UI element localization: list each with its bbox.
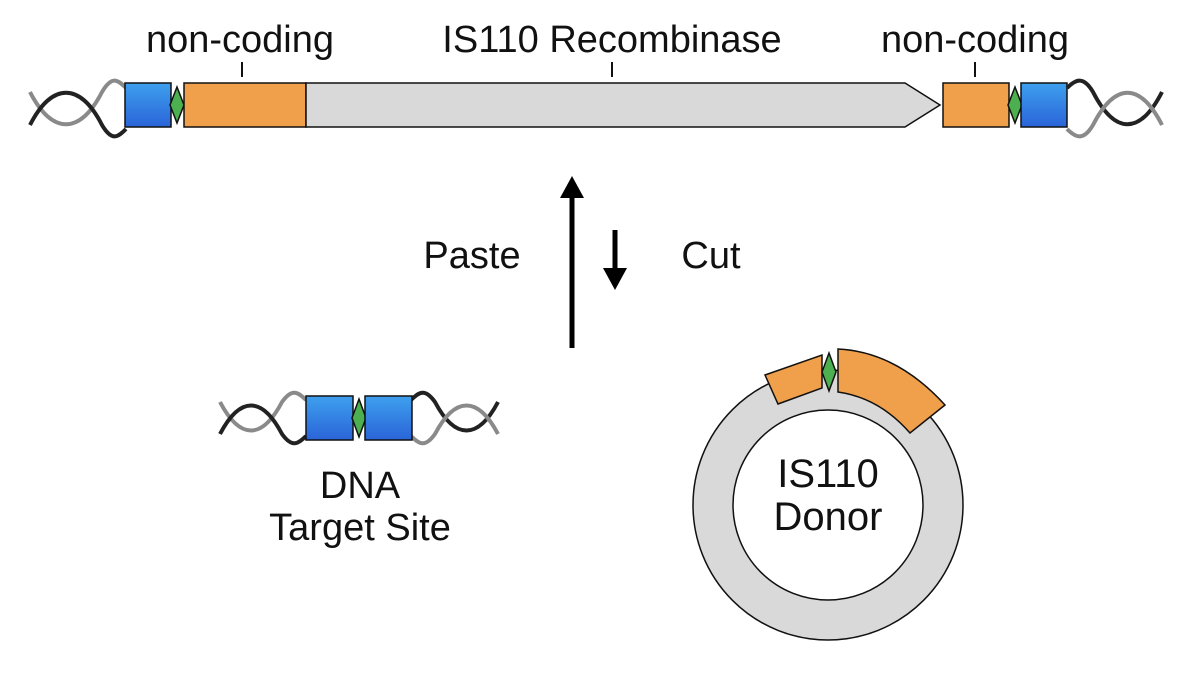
reaction-arrows: Paste Cut <box>423 176 741 348</box>
donor-orange-left <box>763 353 823 405</box>
target-left-box <box>305 395 354 441</box>
label-donor-line1: IS110 <box>777 452 879 496</box>
right-flank-box <box>1020 82 1068 128</box>
label-donor-line2: Donor <box>774 495 883 539</box>
donor-orange-right <box>837 348 947 435</box>
left-core-diamond <box>169 84 185 126</box>
is110-donor-circle: IS110 Donor <box>692 348 964 641</box>
label-recombinase: IS110 Recombinase <box>442 19 781 61</box>
cut-arrow-head <box>603 268 627 290</box>
left-noncoding-box <box>183 82 307 128</box>
label-noncoding-right: non-coding <box>881 19 1069 61</box>
label-target-line2: Target Site <box>269 507 451 549</box>
left-flank-box <box>124 82 172 128</box>
recombinase-gene-arrow <box>305 82 942 128</box>
label-paste: Paste <box>423 235 520 277</box>
target-right-box <box>364 395 413 441</box>
label-cut: Cut <box>681 235 741 277</box>
paste-arrow-head <box>560 176 584 198</box>
right-core-diamond <box>1007 84 1023 126</box>
donor-center <box>732 409 924 601</box>
label-target-line1: DNA <box>320 465 401 507</box>
dna-helix-left <box>28 78 128 139</box>
label-noncoding-left: non-coding <box>146 19 334 61</box>
dna-helix-right <box>1065 78 1164 139</box>
right-noncoding-box <box>942 82 1010 128</box>
donor-core-diamond <box>821 350 837 394</box>
target-core-diamond <box>351 396 367 440</box>
dna-target-site: DNA Target Site <box>218 390 500 549</box>
is110-element-top: non-coding IS110 Recombinase non-coding <box>28 19 1164 139</box>
